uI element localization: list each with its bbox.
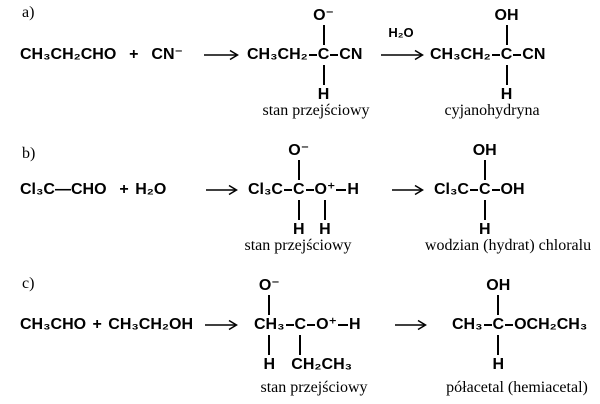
reaction-arrow-icon	[395, 319, 427, 331]
v-bond	[299, 335, 302, 355]
group-right: OH	[500, 181, 525, 198]
v-bond	[497, 335, 500, 355]
v-bond	[505, 25, 508, 45]
structure-b-transition-state: O⁻ Cl₃C C O⁺ H H H	[248, 142, 359, 238]
group-left: CH₃CH₂	[247, 46, 308, 63]
central-carbon: C	[317, 46, 330, 63]
oxygen-anion-label: O⁻	[313, 6, 334, 24]
central-carbon: C	[294, 316, 307, 333]
hydrogen-label: H	[319, 220, 331, 238]
group-left: CH₃	[254, 316, 285, 333]
caption-c-transition-state: stan przejściowy	[260, 379, 368, 396]
section-c-reactants: CH₃CHO + CH₃CH₂OH	[20, 316, 194, 333]
h-bond	[505, 324, 514, 326]
central-carbon: C	[500, 46, 513, 63]
central-carbon: C	[492, 316, 505, 333]
group-end: H	[347, 181, 359, 198]
structure-a-product: OH CH₃CH₂ C CN H	[430, 7, 545, 103]
h-bond	[285, 324, 294, 326]
h-bond	[330, 54, 339, 56]
hydrogen-label: H	[317, 85, 330, 103]
v-bond	[322, 65, 325, 85]
section-c-label: c)	[22, 275, 35, 292]
hydrogen-label: H	[500, 85, 513, 103]
group-right: CN	[339, 46, 363, 63]
group-left: CH₃CH₂	[430, 46, 491, 63]
group-left: CH₃	[452, 316, 483, 333]
reaction-arrow-icon	[381, 49, 424, 61]
oxygen-anion-label: O⁻	[288, 141, 310, 159]
h-bond	[336, 189, 347, 191]
v-bond	[323, 200, 326, 220]
h-bond	[513, 54, 522, 56]
structure-c-product: OH CH₃ C OCH₂CH₃ H	[452, 277, 587, 373]
h-bond	[283, 189, 292, 191]
v-bond	[268, 335, 271, 355]
h-bond	[491, 189, 500, 191]
arrow-reagent-water: H₂O	[388, 25, 414, 40]
hydroxyl-label: OH	[486, 276, 511, 294]
h-bond	[337, 324, 348, 326]
v-bond	[483, 160, 486, 180]
structure-b-product: OH Cl₃C C OH H	[434, 142, 525, 238]
structure-c-transition-state: O⁻ CH₃ C O⁺ H H CH₂CH₃	[254, 277, 361, 373]
hydrogen-label: H	[478, 220, 491, 238]
h-bond	[305, 189, 314, 191]
v-bond	[483, 200, 486, 220]
h-bond	[469, 189, 478, 191]
reaction-arrow-icon	[392, 184, 424, 196]
oxonium-label: O⁺	[316, 316, 337, 333]
group-right: CN	[522, 46, 546, 63]
v-bond	[297, 200, 300, 220]
hydroxyl-label: OH	[494, 6, 519, 24]
oxygen-anion-label: O⁻	[258, 276, 280, 294]
section-a-label: a)	[22, 4, 35, 21]
reaction-arrow-icon	[206, 184, 238, 196]
hydrogen-label: H	[492, 355, 505, 373]
v-bond	[297, 160, 300, 180]
oxonium-label: O⁺	[314, 181, 336, 198]
v-bond	[322, 25, 325, 45]
central-carbon: C	[478, 181, 491, 198]
ethyl-label: CH₂CH₃	[291, 355, 353, 373]
caption-c-product: półacetal (hemiacetal)	[446, 379, 588, 396]
caption-a-transition-state: stan przejściowy	[262, 102, 370, 119]
h-bond	[491, 54, 500, 56]
structure-a-transition-state: O⁻ CH₃CH₂ C CN H	[247, 7, 362, 103]
hydrogen-label: H	[292, 220, 305, 238]
group-end: H	[348, 316, 361, 333]
central-carbon: C	[292, 181, 305, 198]
group-right: OCH₂CH₃	[514, 316, 588, 333]
section-b-label: b)	[22, 145, 36, 162]
h-bond	[307, 324, 316, 326]
v-bond	[497, 295, 500, 315]
v-bond	[268, 295, 271, 315]
reaction-arrow-icon	[205, 319, 238, 331]
v-bond	[505, 65, 508, 85]
group-left: Cl₃C	[248, 181, 283, 198]
group-left: Cl₃C	[434, 181, 469, 198]
caption-a-product: cyjanohydryna	[444, 102, 540, 119]
hydrogen-label: H	[263, 355, 276, 373]
section-a-reactants: CH₃CH₂CHO + CN⁻	[20, 46, 183, 63]
caption-b-transition-state: stan przejściowy	[244, 237, 352, 254]
hydroxyl-label: OH	[472, 141, 497, 159]
section-b-reactants: Cl₃C—CHO + H₂O	[20, 181, 167, 198]
h-bond	[483, 324, 492, 326]
reaction-arrow-icon	[204, 49, 239, 61]
h-bond	[308, 54, 317, 56]
caption-b-product: wodzian (hydrat) chloralu	[424, 237, 592, 254]
